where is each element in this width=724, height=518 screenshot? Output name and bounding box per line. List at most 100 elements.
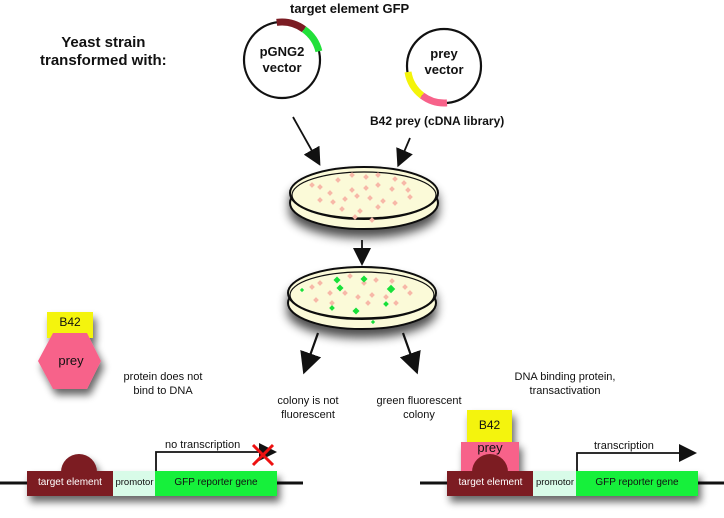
colony [349,172,355,178]
colony [317,280,323,286]
colony [363,185,369,191]
prey-hexagon [38,333,101,389]
right-caption-line-1: DNA binding protein, [514,371,616,383]
colony [347,273,353,279]
right-promoter-label: promotor [535,477,574,488]
left-reporter-label: GFP reporter gene [174,477,258,488]
colony [407,194,413,200]
title-line-1: Yeast strain [61,34,146,51]
colony [392,200,398,206]
title-line-2: transformed with: [40,52,167,69]
colony [375,182,381,188]
target-element-gfp-label: target element GFP [290,1,410,16]
colony [401,180,407,186]
fluorescent-colony [370,319,376,325]
colony [369,217,375,223]
colony [363,174,369,180]
pgng2-label: pGNG2 [259,44,305,59]
left-reporter-box [155,471,277,496]
target-element-segment [276,18,307,33]
colony [357,208,363,214]
prey-vector-plasmid [404,27,483,107]
left-prey-label: prey [58,353,84,368]
b42-prey-library-label: B42 prey (cDNA library) [370,114,505,128]
right-target-element-box [447,471,534,496]
right-transcription-arrow [576,444,697,471]
colony [402,284,408,290]
prey-segment [419,92,448,107]
left-promoter-box [113,471,156,496]
colony [380,198,386,204]
colony [330,199,336,205]
colony [327,290,333,296]
right-caption-line-2: transactivation [529,385,601,397]
right-target-element-label: target element [458,477,523,488]
right-prey-label: prey [477,440,503,455]
colony [407,290,413,296]
fluorescent-colony [299,287,305,293]
colony [365,300,371,306]
colony [327,190,333,196]
right-reporter-label: GFP reporter gene [595,477,679,488]
fluorescent-colony [352,307,360,315]
fluorescent-colony [333,276,341,284]
left-caption-line-1: protein does not [123,371,203,383]
colony [355,294,361,300]
colony [349,187,355,193]
colony [373,277,379,283]
right-transcription-label: transcription [594,440,654,452]
colony [367,195,373,201]
colony [339,206,345,212]
arrow-bait-to-plate [292,116,321,166]
colony [392,176,398,182]
petri-dish-1 [289,166,439,230]
blocked-transcription-x-icon [251,443,275,467]
arrow-to-positive-outcome [399,332,421,375]
colony [342,290,348,296]
left-promoter-label: promotor [115,477,154,488]
colony [383,294,389,300]
colony [317,197,323,203]
colony [369,292,375,298]
left-caption-line-2: bind to DNA [133,385,193,397]
fluorescent-colony [336,284,344,292]
colony [389,186,395,192]
left-target-element-label: target element [38,477,102,488]
colony [352,214,358,220]
left-no-transcription-label: no transcription [165,439,241,451]
arrow-to-negative-outcome [300,332,322,375]
colony [317,184,323,190]
colony [354,193,360,199]
right-b42-tag [467,410,512,443]
colony [361,280,367,286]
colony [309,284,315,290]
colony [335,177,341,183]
right-b42-label: B42 [478,418,501,432]
plate-1-colonies [309,172,413,223]
pgng2-vector-label: vector [262,60,302,75]
left-prey-protein [38,312,101,389]
prey-label: prey [430,46,458,61]
colony [389,278,395,284]
gfp-segment [301,26,323,53]
colony [329,300,335,306]
right-promoter-box [533,471,577,496]
positive-outcome-line-2: colony [403,409,435,421]
negative-outcome-line-1: colony is not [277,395,339,407]
prey-vector-label: vector [424,62,464,77]
colony [309,182,315,188]
pgng2-vector-plasmid [242,18,323,100]
colony [405,187,411,193]
fluorescent-colony [383,301,389,307]
left-b42-label: B42 [59,315,81,329]
arrow-prey-to-plate [396,137,413,168]
left-transcription-arrow [155,443,277,471]
right-reporter-box [576,471,698,496]
colony [342,196,348,202]
b42-segment [404,71,425,99]
fluorescent-colony [360,275,368,283]
negative-outcome-line-2: fluorescent [281,409,335,421]
fluorescent-colony [386,284,396,294]
left-target-element-box [27,471,113,496]
